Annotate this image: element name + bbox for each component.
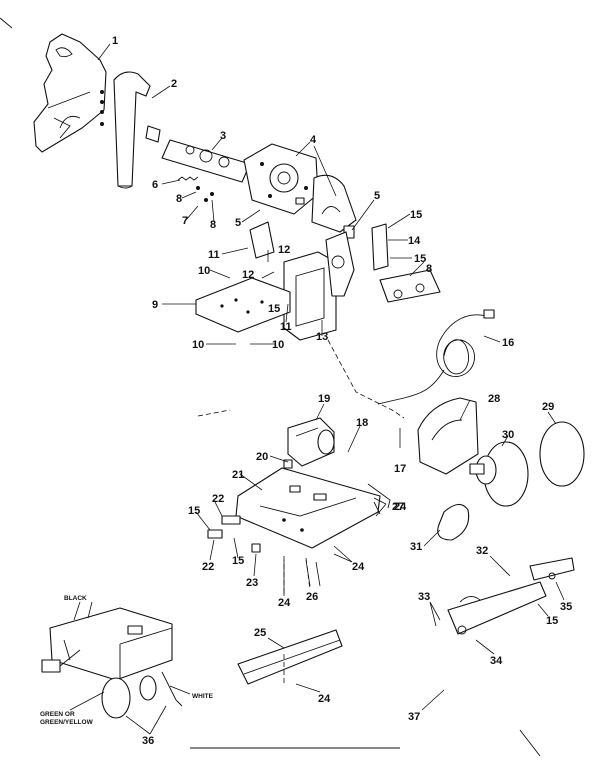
part-label: 4	[310, 134, 317, 146]
part-label: 8	[426, 263, 432, 275]
part-label: 5	[374, 190, 380, 202]
part-label: 20	[256, 451, 268, 463]
bottom-plate-part	[237, 629, 343, 685]
tube-part	[113, 71, 161, 189]
part-label: 23	[246, 577, 258, 589]
chassis-plate-part	[235, 467, 381, 549]
part-label: 25	[254, 627, 266, 639]
power-cord-part	[377, 309, 495, 405]
part-label: 24	[278, 597, 291, 609]
part-label: 12	[242, 269, 254, 281]
shroud-part	[417, 397, 479, 475]
wiring-detail-part	[41, 607, 183, 719]
spring-screw-part	[177, 176, 214, 202]
part-label: 24	[352, 561, 365, 573]
part-label: 8	[210, 219, 216, 231]
base-plate-part	[195, 277, 291, 333]
part-label: 15	[188, 505, 200, 517]
part-label: 31	[410, 541, 422, 553]
part-label: 22	[212, 493, 224, 505]
fan-guard-part	[311, 174, 357, 239]
part-label: 7	[182, 215, 188, 227]
part-label: 3	[220, 130, 226, 142]
part-label: 19	[318, 393, 330, 405]
right-bracket-part	[371, 223, 441, 303]
part-label: 34	[490, 655, 503, 667]
part-label: 15	[410, 209, 422, 221]
disc-part	[539, 421, 585, 487]
part-number-labels: 1 2 3 4 5 5 6 7 8 8 9 10 10 10 11 11 12 …	[112, 35, 572, 747]
part-label: 8	[176, 193, 182, 205]
part-label: 2	[171, 78, 177, 90]
part-label: 17	[394, 463, 406, 475]
part-label: 33	[418, 591, 430, 603]
part-label: 24	[318, 693, 331, 705]
terminal-block-part	[207, 459, 293, 553]
part-label: 10	[198, 265, 210, 277]
part-label: 18	[356, 417, 368, 429]
part-label: 35	[560, 601, 572, 613]
part-label: 6	[152, 179, 158, 191]
motor-housing-part	[243, 143, 319, 215]
part-label: 10	[192, 339, 204, 351]
center-bracket-part	[249, 221, 355, 341]
part-label: 15	[546, 615, 558, 627]
part-label: 15	[268, 303, 280, 315]
part-label: 13	[316, 331, 328, 343]
wire-label-black: BLACK	[64, 595, 87, 602]
wire-label-white: WHITE	[192, 693, 214, 700]
side-frame-part	[33, 33, 107, 153]
part-label: 14	[408, 235, 421, 247]
part-label: 27	[392, 501, 404, 513]
part-label: 9	[152, 299, 158, 311]
pulley-wheel-part	[469, 441, 529, 507]
part-label: 10	[272, 339, 284, 351]
part-label: 22	[202, 561, 214, 573]
wire-label-green: GREEN OR	[40, 711, 75, 718]
lower-arm-part	[447, 557, 575, 635]
part-label: 32	[476, 545, 488, 557]
part-label: 15	[414, 253, 426, 265]
part-label: 16	[502, 337, 514, 349]
part-label: 11	[280, 321, 292, 333]
part-label: 5	[235, 217, 241, 229]
part-label: 30	[502, 429, 514, 441]
leader-lines	[97, 43, 565, 735]
wire-label-green-yellow: GREEN/YELLOW	[40, 719, 94, 726]
part-label: 28	[488, 393, 500, 405]
part-label: 21	[232, 469, 244, 481]
part-label: 29	[542, 401, 554, 413]
part-label: 37	[408, 711, 420, 723]
part-label: 11	[208, 249, 220, 261]
part-label: 12	[278, 244, 290, 256]
rail-bar-part	[161, 139, 251, 183]
part-label: 1	[112, 35, 118, 47]
motor-part	[287, 417, 335, 467]
belt-part	[437, 503, 470, 541]
wire-labels: BLACK GREEN OR GREEN/YELLOW WHITE	[40, 595, 214, 726]
part-label: 15	[232, 555, 244, 567]
part-label: 26	[306, 591, 318, 603]
part-label: 24	[394, 501, 407, 513]
part-label: 36	[142, 735, 154, 747]
